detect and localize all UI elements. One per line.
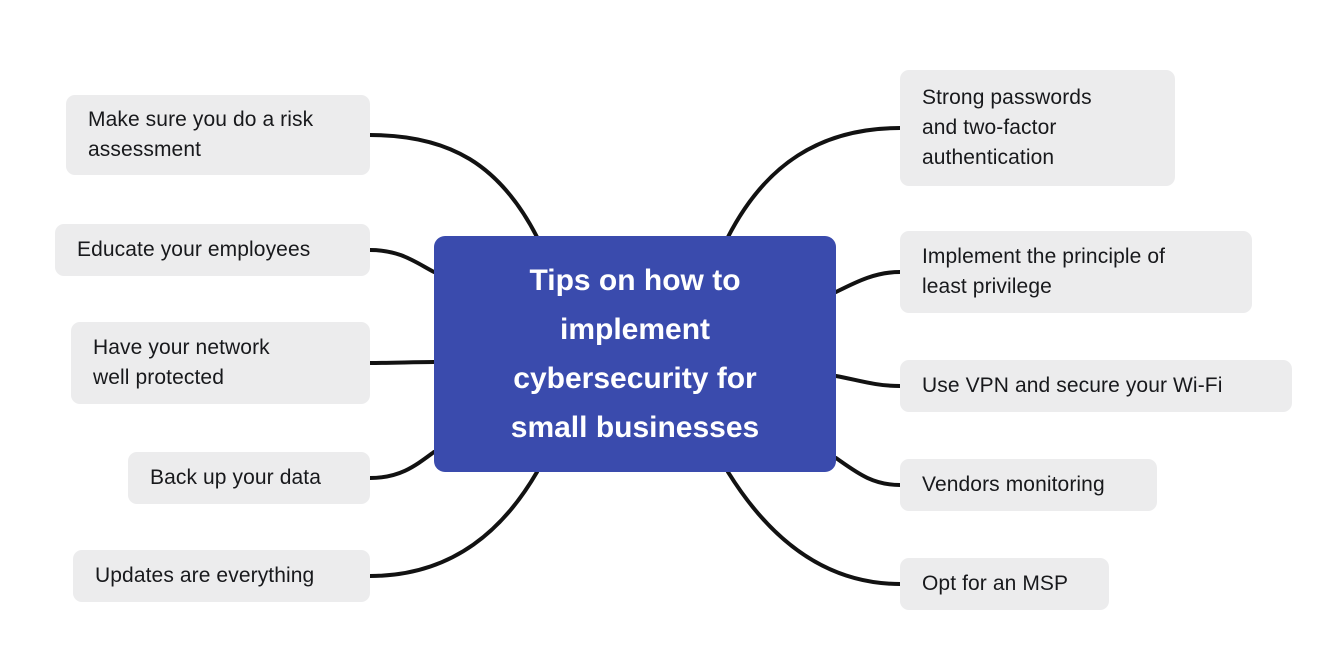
branch-left-have-your-network-well-protected[interactable]: Have your network well protected: [71, 322, 370, 404]
connector-right-3: [834, 374, 902, 388]
branch-left-make-sure-you-do-a-risk-assessment[interactable]: Make sure you do a risk assessment: [66, 95, 370, 175]
connector-left-5: [368, 470, 539, 578]
branch-right-strong-passwords-and-two-factor-authentication[interactable]: Strong passwords and two-factor authenti…: [900, 70, 1175, 186]
branch-right-vendors-monitoring[interactable]: Vendors monitoring: [900, 459, 1157, 511]
branch-right-implement-the-principle-of-least-privilege[interactable]: Implement the principle of least privile…: [900, 231, 1252, 313]
branch-right-opt-for-an-msp[interactable]: Opt for an MSP: [900, 558, 1109, 610]
connector-right-4: [834, 456, 902, 487]
connector-left-3: [368, 360, 436, 365]
connector-left-2: [368, 248, 436, 274]
connector-right-2: [834, 270, 902, 294]
branch-left-educate-your-employees[interactable]: Educate your employees: [55, 224, 370, 276]
branch-right-use-vpn-and-secure-your-wi-fi[interactable]: Use VPN and secure your Wi-Fi: [900, 360, 1292, 412]
connector-left-1: [368, 133, 539, 239]
branch-left-updates-are-everything[interactable]: Updates are everything: [73, 550, 370, 602]
branch-left-back-up-your-data[interactable]: Back up your data: [128, 452, 370, 504]
connector-right-5: [726, 470, 902, 586]
center-node[interactable]: Tips on how to implement cybersecurity f…: [434, 236, 836, 472]
connector-right-1: [726, 126, 902, 239]
connector-left-4: [368, 450, 436, 480]
